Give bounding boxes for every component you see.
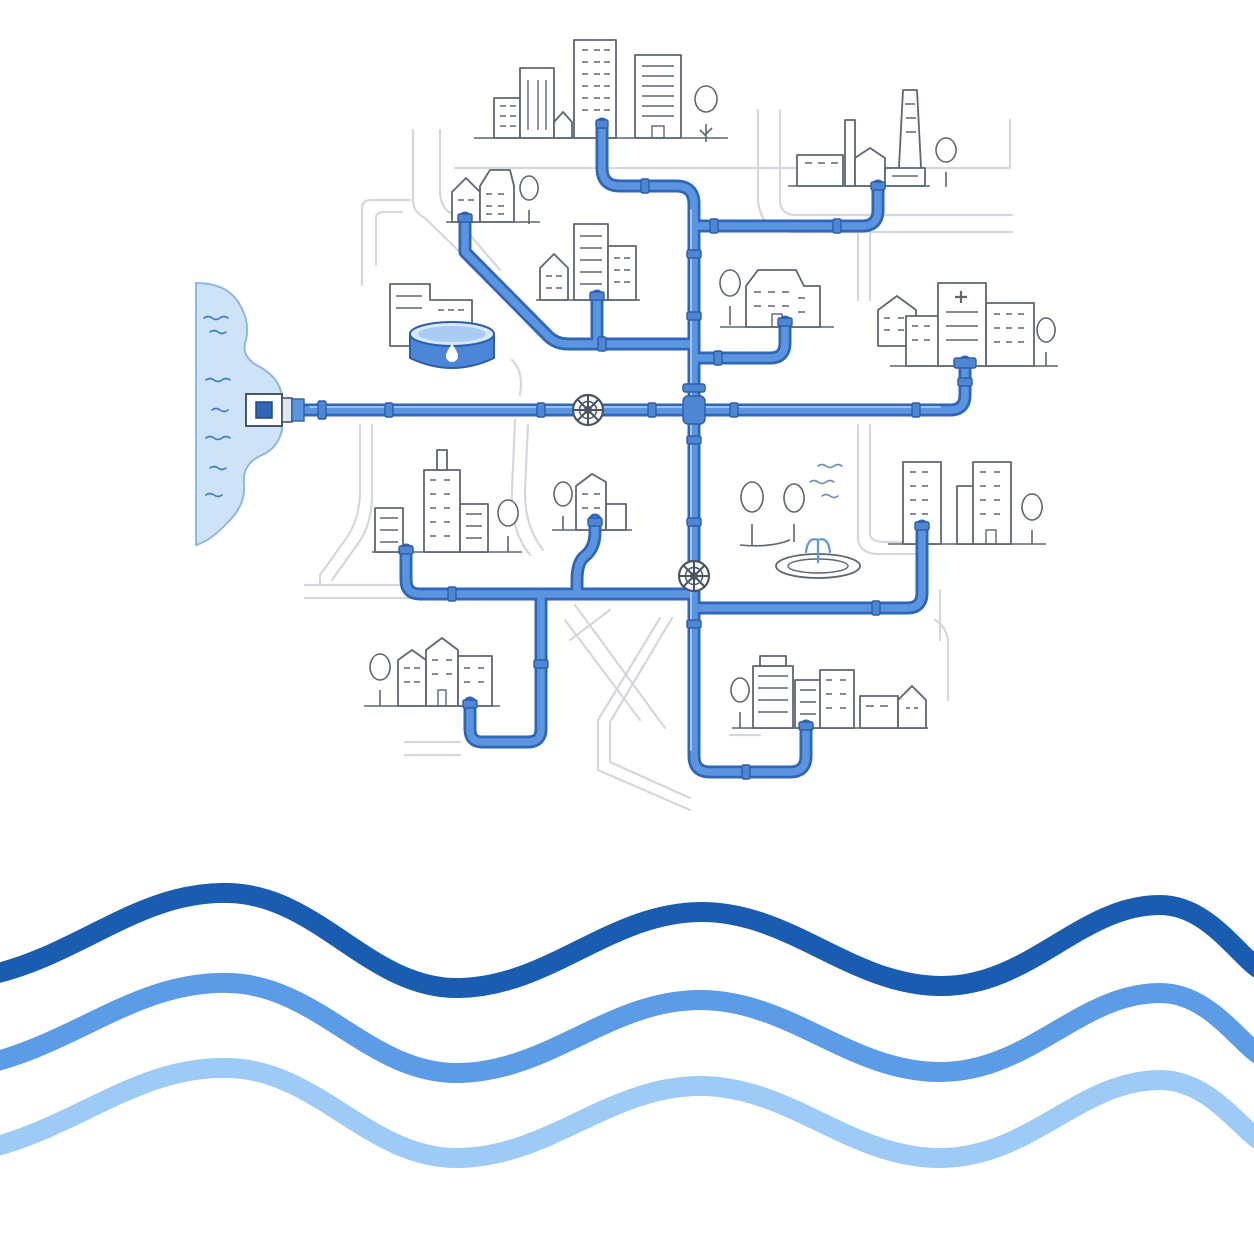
houses-northwest	[446, 169, 540, 224]
school	[719, 269, 834, 328]
valve-wheel-icon	[677, 559, 711, 593]
water-reservoir-tank-icon	[409, 321, 495, 369]
decorative-waves	[0, 882, 1254, 1169]
office-block-east	[888, 461, 1046, 545]
commercial-block-southeast	[730, 655, 928, 729]
downtown-high-rises	[474, 39, 728, 142]
pipe-network	[289, 117, 972, 779]
hospital	[877, 282, 1058, 367]
apartment-block	[536, 223, 640, 301]
wave-light	[0, 1057, 1254, 1169]
row-houses-southwest	[364, 637, 500, 707]
park-fountain-icon	[739, 463, 861, 579]
valve-wheel-icon	[571, 393, 605, 427]
pump-intake-icon	[245, 393, 305, 427]
wave-dark	[0, 882, 1254, 999]
city-block-west	[372, 449, 522, 553]
lake-water-source-icon	[195, 281, 283, 547]
factory	[788, 89, 957, 187]
wave-mid	[0, 972, 1254, 1084]
street-map	[303, 108, 1014, 812]
